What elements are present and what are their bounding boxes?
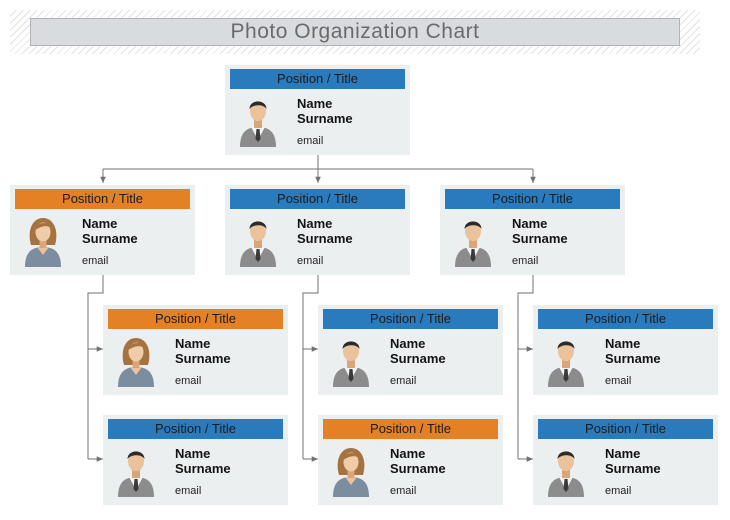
connector-mgr-2-trunk [302, 275, 319, 459]
chart-title: Photo Organization Chart [30, 18, 680, 46]
email-text: email [605, 485, 632, 497]
surname: Surname [605, 461, 661, 476]
position-title-bar: Position / Title [323, 419, 498, 439]
email-text: email [82, 255, 109, 267]
man-avatar-icon [330, 335, 372, 387]
first-name: Name [175, 336, 211, 351]
first-name: Name [297, 96, 333, 111]
first-name: Name [82, 216, 118, 231]
woman-avatar-icon [115, 335, 157, 387]
first-name: Name [390, 336, 426, 351]
surname: Surname [605, 351, 661, 366]
position-title-bar: Position / Title [108, 309, 283, 329]
surname: Surname [82, 231, 138, 246]
first-name: Name [605, 446, 641, 461]
surname: Surname [512, 231, 568, 246]
email-text: email [175, 375, 202, 387]
email-text: email [512, 255, 539, 267]
position-title-bar: Position / Title [323, 309, 498, 329]
position-title-bar: Position / Title [15, 189, 190, 209]
surname: Surname [390, 461, 446, 476]
first-name: Name [297, 216, 333, 231]
position-title-bar: Position / Title [445, 189, 620, 209]
first-name: Name [390, 446, 426, 461]
first-name: Name [605, 336, 641, 351]
man-avatar-icon [115, 445, 157, 497]
email-text: email [175, 485, 202, 497]
first-name: Name [512, 216, 548, 231]
email-text: email [297, 135, 324, 147]
surname: Surname [175, 351, 231, 366]
man-avatar-icon [237, 95, 279, 147]
man-avatar-icon [545, 335, 587, 387]
connector-mgr-1-trunk [87, 275, 104, 459]
connector-mgr-3-trunk [517, 275, 534, 459]
man-avatar-icon [237, 215, 279, 267]
surname: Surname [390, 351, 446, 366]
position-title-bar: Position / Title [108, 419, 283, 439]
email-text: email [297, 255, 324, 267]
email-text: email [390, 485, 417, 497]
woman-avatar-icon [330, 445, 372, 497]
surname: Surname [175, 461, 231, 476]
position-title-bar: Position / Title [538, 309, 713, 329]
man-avatar-icon [452, 215, 494, 267]
first-name: Name [175, 446, 211, 461]
surname: Surname [297, 231, 353, 246]
email-text: email [390, 375, 417, 387]
surname: Surname [297, 111, 353, 126]
email-text: email [605, 375, 632, 387]
position-title-bar: Position / Title [230, 189, 405, 209]
position-title-bar: Position / Title [538, 419, 713, 439]
position-title-bar: Position / Title [230, 69, 405, 89]
man-avatar-icon [545, 445, 587, 497]
woman-avatar-icon [22, 215, 64, 267]
